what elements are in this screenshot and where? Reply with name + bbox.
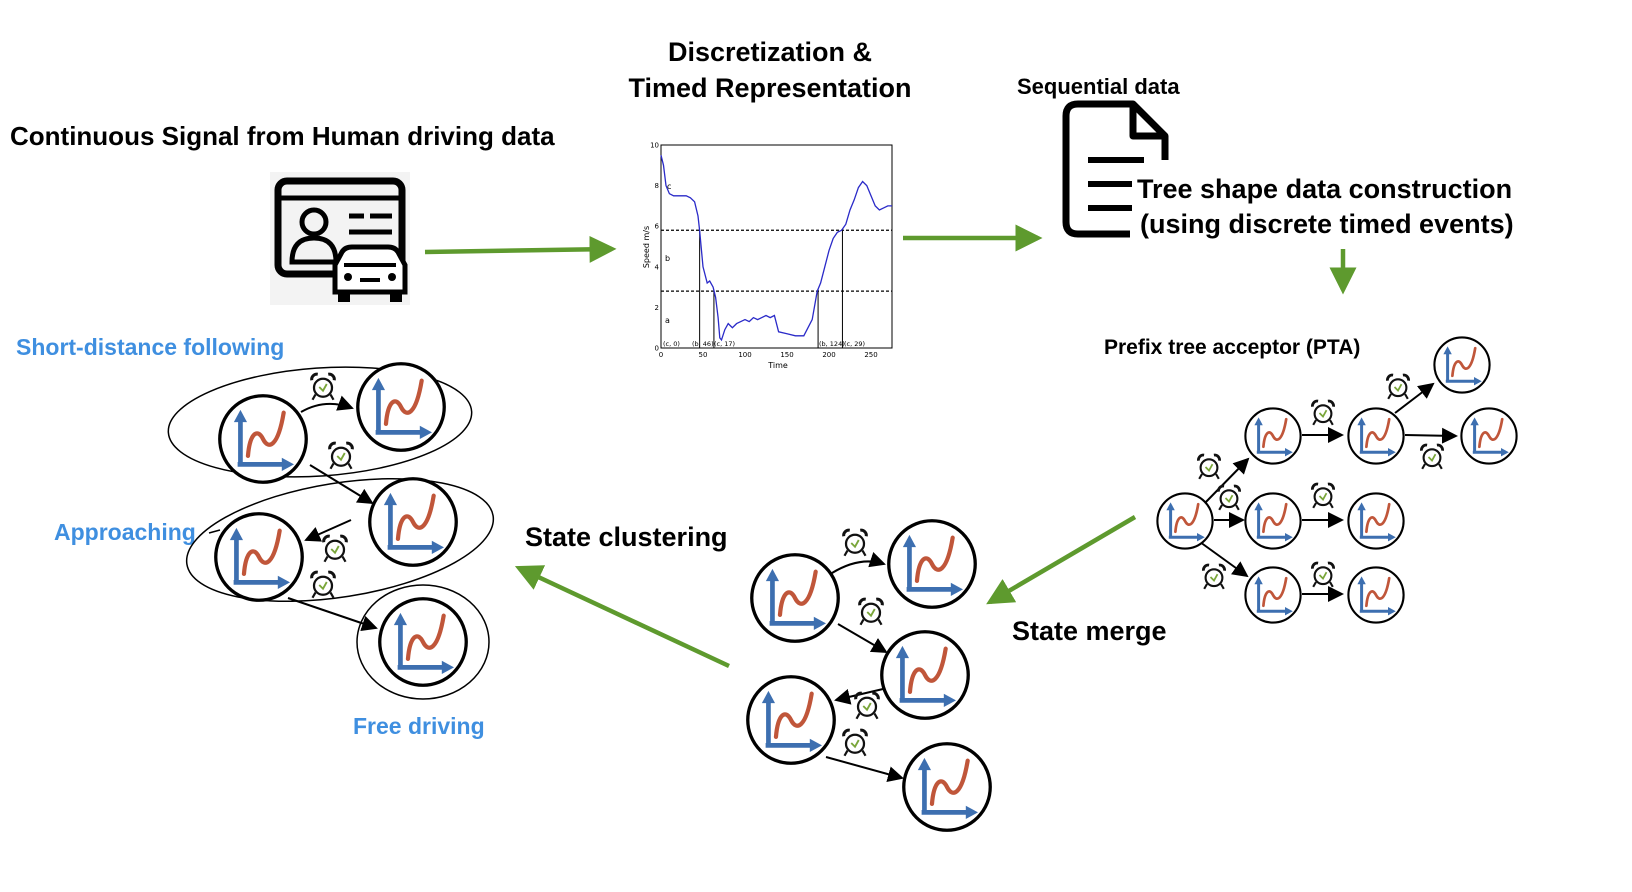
merged-state <box>882 632 968 718</box>
pta-state <box>1346 406 1406 466</box>
cluster-state <box>216 514 302 600</box>
alarm-clock-icon <box>1197 453 1221 481</box>
continuous-signal-title: Continuous Signal from Human driving dat… <box>10 121 555 151</box>
sequential-data-title: Sequential data <box>1017 74 1180 99</box>
pta-state <box>1346 491 1406 551</box>
cluster-state <box>370 479 456 565</box>
alarm-clock-icon <box>858 597 884 627</box>
pta-state <box>1243 565 1303 625</box>
discretization-title-line2: Timed Representation <box>628 73 911 103</box>
document-icon <box>1062 100 1169 238</box>
state-merge-title: State merge <box>1012 616 1167 646</box>
event-label-3: (c, 17) <box>714 340 735 348</box>
alarm-clock-icon <box>842 728 868 758</box>
flow-arrow-pta-to-merge <box>986 515 1137 605</box>
event-label-1: (c, 0) <box>663 340 680 348</box>
flow-arrow-signal-to-discretization <box>424 235 617 263</box>
x-tick-label: 50 <box>699 351 708 359</box>
alarm-clock-icon <box>310 570 336 600</box>
alarm-clock-icon <box>328 441 354 471</box>
chart-event-lines <box>699 229 843 348</box>
pta-title: Prefix tree acceptor (PTA) <box>1104 336 1360 359</box>
alarm-clock-icon <box>1217 484 1241 512</box>
pta-state <box>1243 406 1303 466</box>
tree-shape-title-line2: (using discrete timed events) <box>1140 209 1514 239</box>
cluster-ellipse-free-driving <box>356 584 490 700</box>
tree-shape-title-line1: Tree shape data construction <box>1137 174 1512 204</box>
state-clustering-title: State clustering <box>525 522 728 552</box>
pta-state <box>1243 491 1303 551</box>
alarm-clock-icon <box>854 691 880 721</box>
x-tick-label: 250 <box>864 351 877 359</box>
chart-threshold-lines <box>661 229 892 292</box>
y-tick-label: 8 <box>655 182 659 190</box>
pta-tree <box>1155 335 1519 625</box>
cluster-state <box>220 396 306 482</box>
alarm-clock-icon <box>1311 482 1335 510</box>
merged-graph <box>748 521 990 830</box>
flow-arrow-merge-to-clustering <box>514 565 730 669</box>
merged-state <box>889 521 975 607</box>
zone-label-b: b <box>665 254 670 263</box>
speed-signal-line <box>660 155 892 342</box>
alarm-clock-icon <box>310 372 336 402</box>
alarm-clock-icon <box>322 534 348 564</box>
event-label-5: (c, 29) <box>844 340 865 348</box>
y-tick-label: 4 <box>655 263 660 271</box>
discretization-title-line1: Discretization & <box>668 37 872 67</box>
alarm-clock-icon <box>1311 561 1335 589</box>
x-tick-label: 150 <box>780 351 793 359</box>
x-tick-label: 200 <box>822 351 835 359</box>
zone-label-c: c <box>667 182 671 191</box>
pta-state <box>1432 335 1492 395</box>
cluster-state <box>380 599 466 685</box>
cluster-ellipse-approaching <box>185 477 495 603</box>
alarm-clock-icon <box>1311 399 1335 427</box>
y-tick-label: 0 <box>655 345 659 353</box>
event-label-2: (b, 46) <box>692 340 714 348</box>
alarm-clock-icon <box>1202 563 1226 591</box>
y-tick-label: 10 <box>650 142 659 150</box>
pta-state <box>1459 406 1519 466</box>
chart-frame <box>660 144 893 349</box>
cluster-ellipse-short-distance <box>167 366 473 478</box>
y-tick-label: 6 <box>655 223 660 231</box>
x-tick-label: 0 <box>659 351 663 359</box>
pta-state <box>1346 565 1406 625</box>
chart-ticks: 0 50 100 150 200 250 0 2 4 6 8 10 <box>650 142 878 360</box>
pta-state-root <box>1155 491 1215 551</box>
alarm-clock-icon <box>1420 443 1444 471</box>
cluster-label-short-distance: Short-distance following <box>16 334 284 360</box>
y-tick-label: 2 <box>655 304 659 312</box>
merged-state <box>752 555 838 641</box>
driver-license-car-icon <box>270 172 410 305</box>
alarm-clock-icon <box>842 528 868 558</box>
clustered-graph <box>167 358 495 700</box>
event-label-4: (b, 124) <box>819 340 845 348</box>
zone-label-a: a <box>665 316 670 325</box>
merged-state <box>904 744 990 830</box>
flow-arrows <box>424 224 1357 669</box>
merged-state <box>748 677 834 763</box>
cluster-state <box>358 364 444 450</box>
chart-ylabel: Speed m/s <box>642 226 651 268</box>
x-tick-label: 100 <box>738 351 751 359</box>
chart-xlabel: Time <box>767 361 788 370</box>
alarm-clock-icon <box>1386 373 1410 401</box>
cluster-label-free-driving: Free driving <box>353 713 485 739</box>
cluster-label-approaching: Approaching <box>54 519 196 545</box>
